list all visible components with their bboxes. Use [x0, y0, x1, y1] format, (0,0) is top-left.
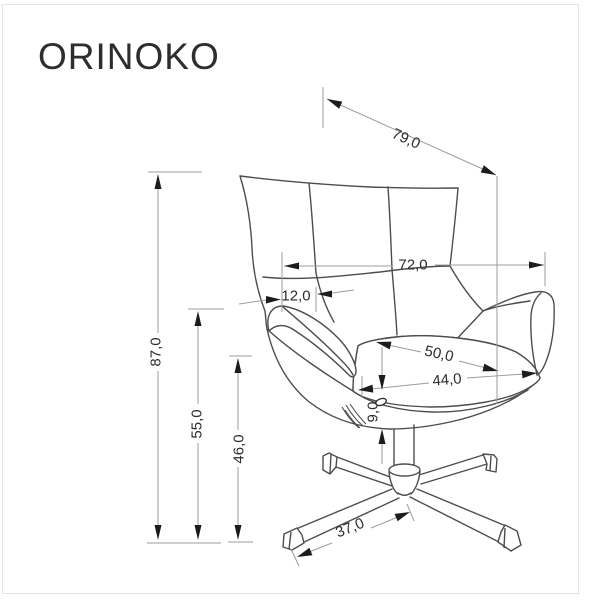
dim-label-12: 12,0 — [281, 288, 310, 305]
base-leg-lower-right — [409, 488, 507, 543]
hub-mask — [389, 464, 420, 497]
seat-front-lip — [352, 389, 529, 413]
base-leg-upper-right — [418, 454, 488, 485]
base-foot-upper-right — [482, 453, 498, 473]
backrest-seam-right — [387, 186, 393, 270]
column-sides — [393, 424, 415, 466]
backrest-seam-left — [308, 182, 317, 274]
base-foot-lower-left — [282, 527, 305, 551]
dim-label-9: 9,0 — [365, 402, 382, 423]
dimension-55: 55,0 — [188, 308, 224, 540]
backrest-seam-horizontal — [262, 265, 451, 280]
dimension-46: 46,0 — [229, 355, 252, 540]
dimension-72-width: 72,0 — [281, 252, 546, 312]
fabric-pleats — [341, 403, 367, 429]
dim-label-55: 55,0 — [189, 409, 206, 438]
base-foot-upper-left — [322, 452, 338, 475]
seam-to-armrest — [482, 300, 531, 312]
dim-label-46: 46,0 — [231, 434, 248, 463]
backrest-seam-right-lower — [391, 268, 398, 336]
left-armrest — [267, 305, 357, 378]
ground-baseline — [147, 541, 253, 544]
armchair-drawing — [239, 175, 555, 552]
dim-label-50: 50,0 — [423, 342, 455, 365]
dim-label-79: 79,0 — [389, 125, 423, 152]
dim-label-44: 44,0 — [432, 370, 463, 389]
left-armrest-seam — [282, 306, 354, 376]
dimension-50-seat-depth: 50,0 — [376, 341, 498, 372]
hub-cone — [388, 470, 421, 496]
dim-label-87: 87,0 — [148, 337, 165, 366]
dimension-annotations: 79,0 87,0 55,0 — [147, 87, 546, 567]
right-armrest-inner — [530, 292, 542, 376]
dim-label-72: 72,0 — [398, 257, 427, 274]
seam-to-seat — [455, 310, 484, 341]
backrest-right-edge — [449, 187, 459, 267]
dimension-9-cushion: 9,0 — [365, 347, 387, 464]
backrest-seam-corner — [449, 265, 484, 312]
base-column — [388, 424, 421, 497]
hub-collar — [388, 463, 421, 477]
rim-detail-dot — [375, 397, 387, 407]
base-leg-upper-left — [335, 456, 393, 487]
base-leg-lower-left — [295, 488, 400, 544]
right-armrest-outer — [482, 290, 555, 376]
backrest-left-edge — [239, 175, 268, 330]
swivel-base — [282, 452, 522, 552]
backrest-seam-left-lower — [315, 272, 335, 323]
dimension-44-seat-width: 44,0 — [358, 370, 537, 398]
dimension-37-base: 37,0 — [290, 503, 415, 567]
dim-label-37: 37,0 — [333, 515, 366, 542]
dimension-87-total-height: 87,0 — [148, 171, 202, 540]
backrest-top-edge — [239, 175, 459, 189]
product-title: ORINOKO — [38, 36, 220, 77]
dimension-12: 12,0 — [238, 287, 355, 312]
base-foot-lower-right — [497, 524, 522, 552]
